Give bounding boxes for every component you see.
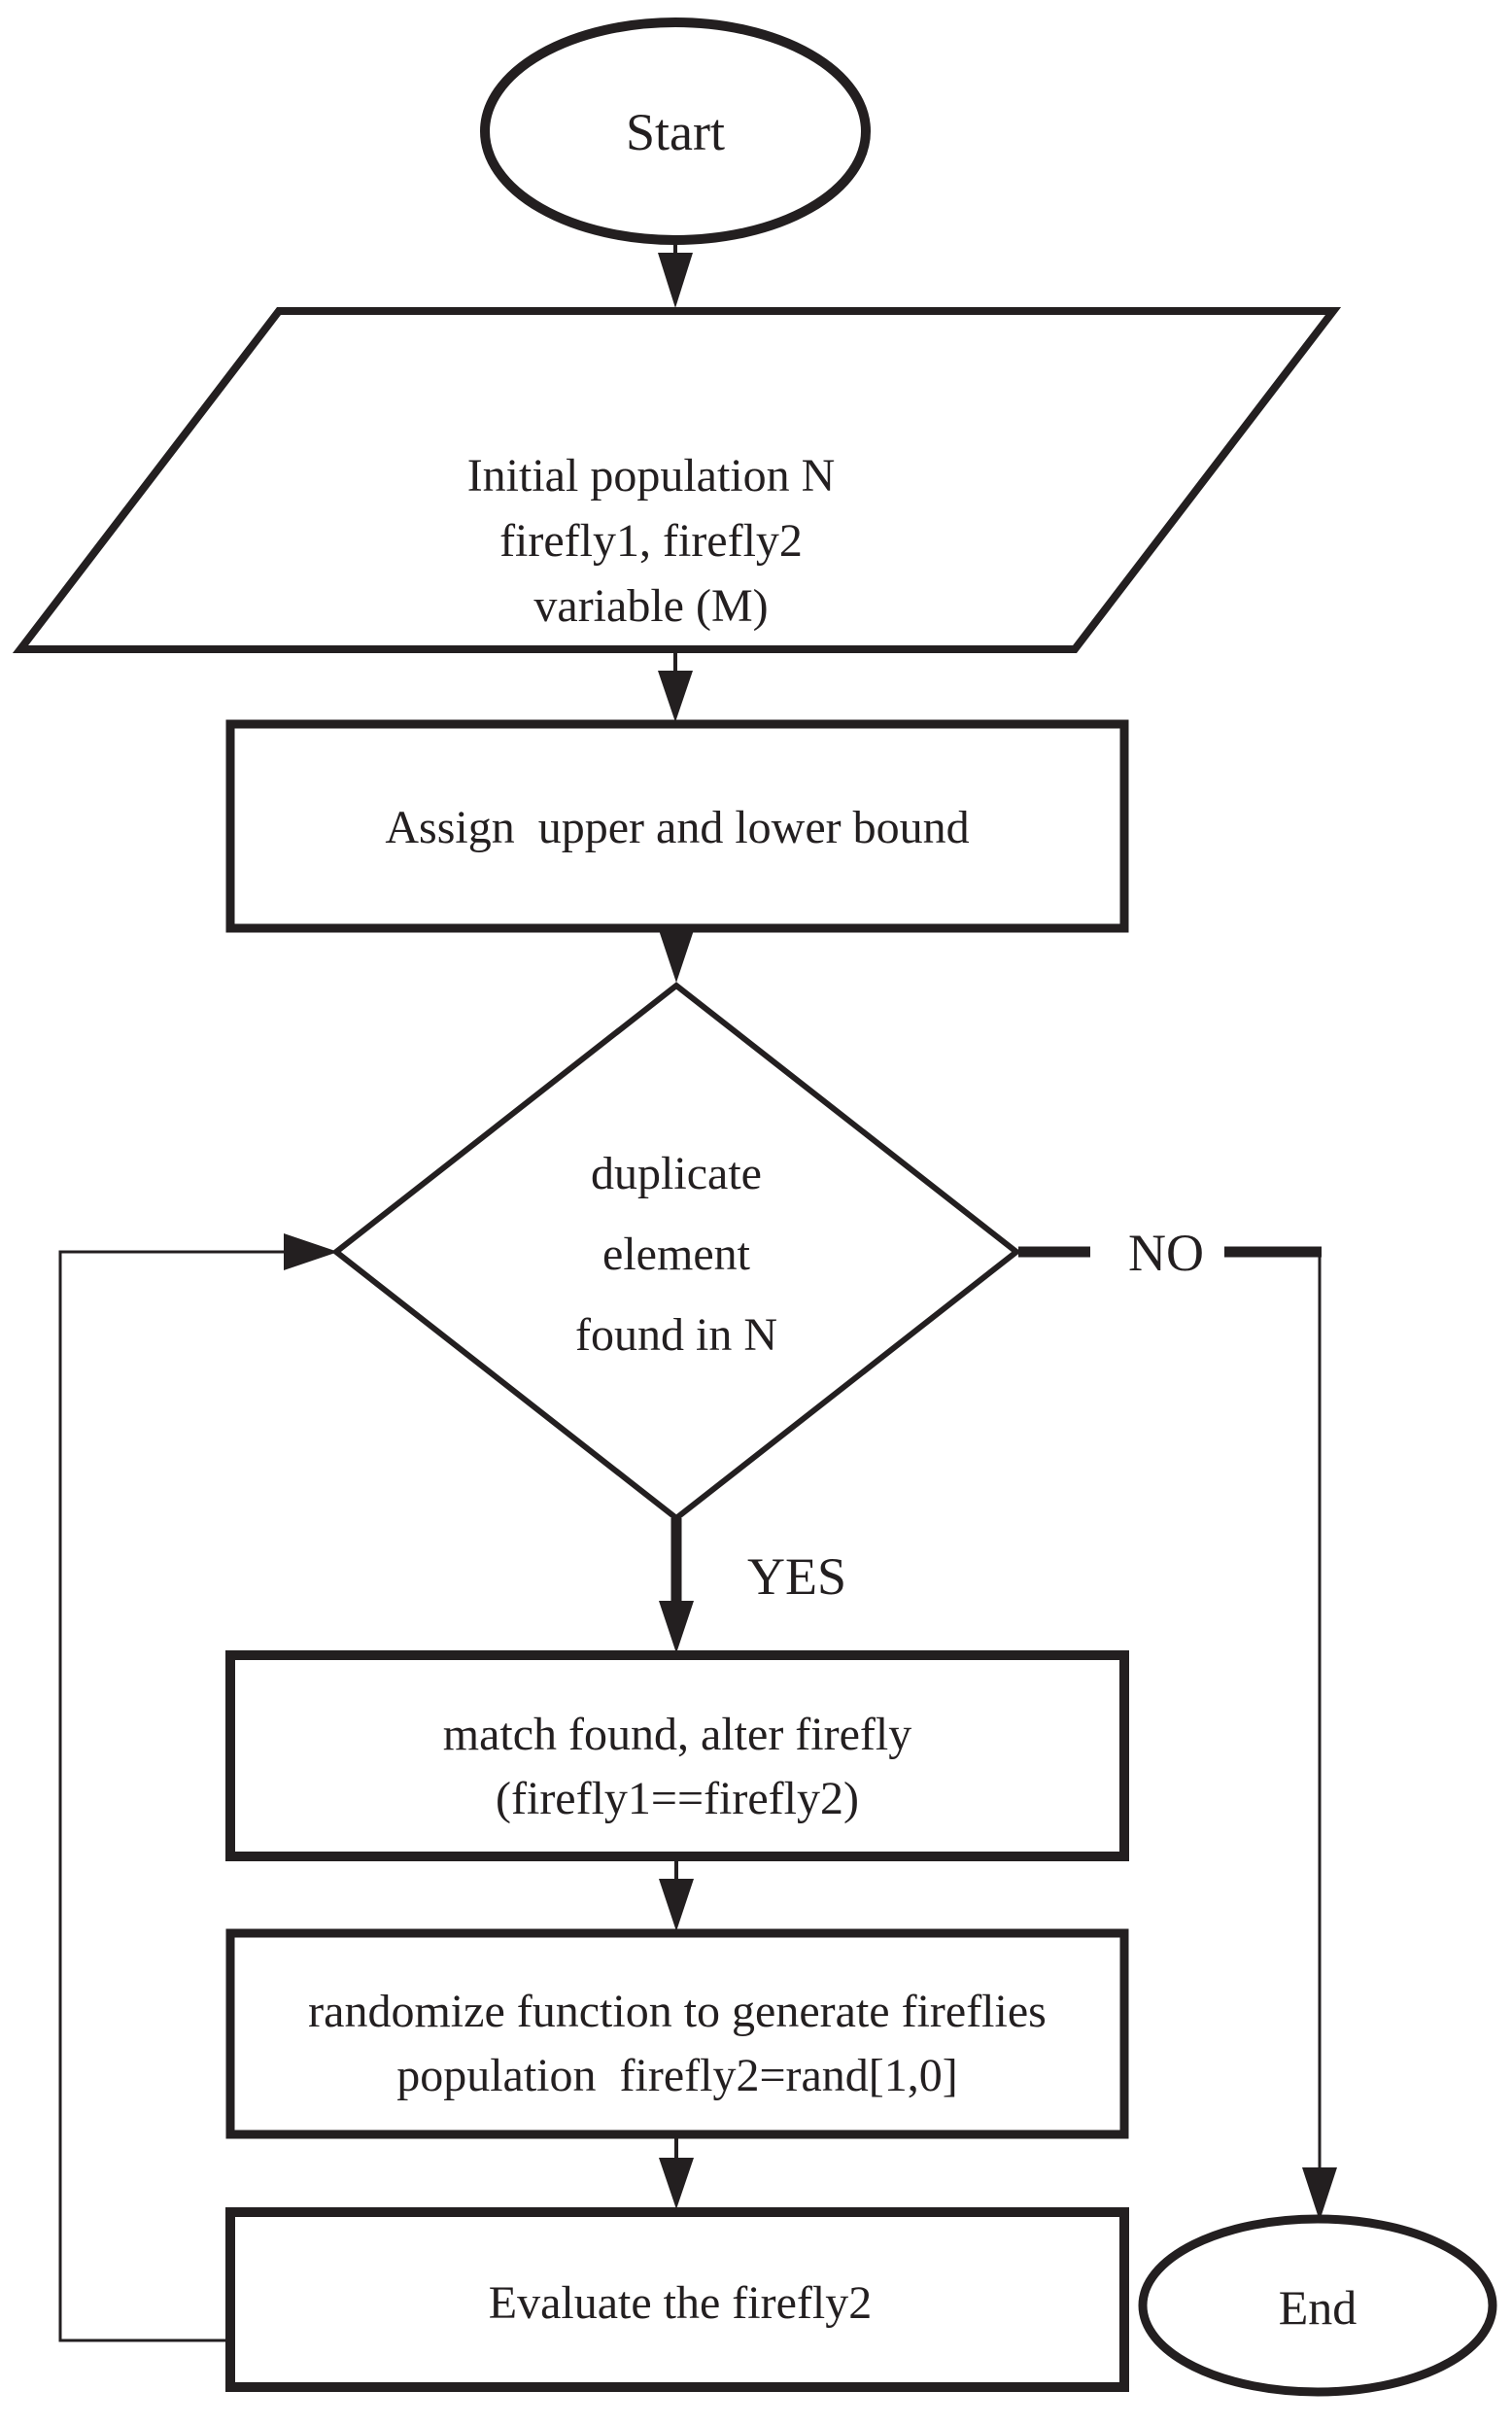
arrow-no-to-end-head: [1302, 2167, 1337, 2221]
start-label: Start: [626, 103, 725, 161]
assign-bounds-box: [225, 719, 1129, 933]
end-label: End: [1279, 2280, 1357, 2335]
arrow-init-to-assign-head: [658, 671, 693, 722]
assign-bounds-label: Assign upper and lower bound: [385, 802, 969, 853]
initial-population-line1: Initial population N: [467, 450, 836, 502]
end-terminator-shape: [1138, 2214, 1497, 2397]
initial-population-line2: firefly1, firefly2: [499, 515, 803, 567]
arrow-assign-to-decision-head: [659, 930, 694, 983]
arrow-decision-to-match-head: [659, 1601, 694, 1653]
arrow-randomize-to-evaluate-head: [659, 2158, 694, 2209]
evaluate-box: [225, 2207, 1129, 2392]
duplicate-decision-line1: duplicate: [591, 1148, 762, 1199]
feedback-loop-line: [58, 1250, 284, 2342]
randomize-line2: population firefly2=rand[1,0]: [396, 2050, 958, 2101]
duplicate-decision-line2: element: [602, 1229, 751, 1280]
arrow-match-to-randomize-head: [659, 1879, 694, 1931]
randomize-box: [225, 1928, 1129, 2139]
duplicate-decision-line3: found in N: [575, 1309, 777, 1361]
yes-branch-label: YES: [747, 1547, 846, 1606]
initial-population-line3: variable (M): [533, 580, 768, 632]
match-found-line2: (firefly1==firefly2): [496, 1773, 859, 1824]
match-found-line1: match found, alter firefly: [443, 1709, 911, 1760]
arrow-loop-to-decision-head: [284, 1233, 338, 1270]
initial-population-parallelogram: [12, 307, 1342, 653]
arrow-start-to-init-head: [658, 253, 693, 308]
no-branch-label: NO: [1128, 1224, 1204, 1282]
evaluate-label: Evaluate the firefly2: [489, 2277, 872, 2329]
randomize-line1: randomize function to generate fireflies: [308, 1986, 1047, 2037]
